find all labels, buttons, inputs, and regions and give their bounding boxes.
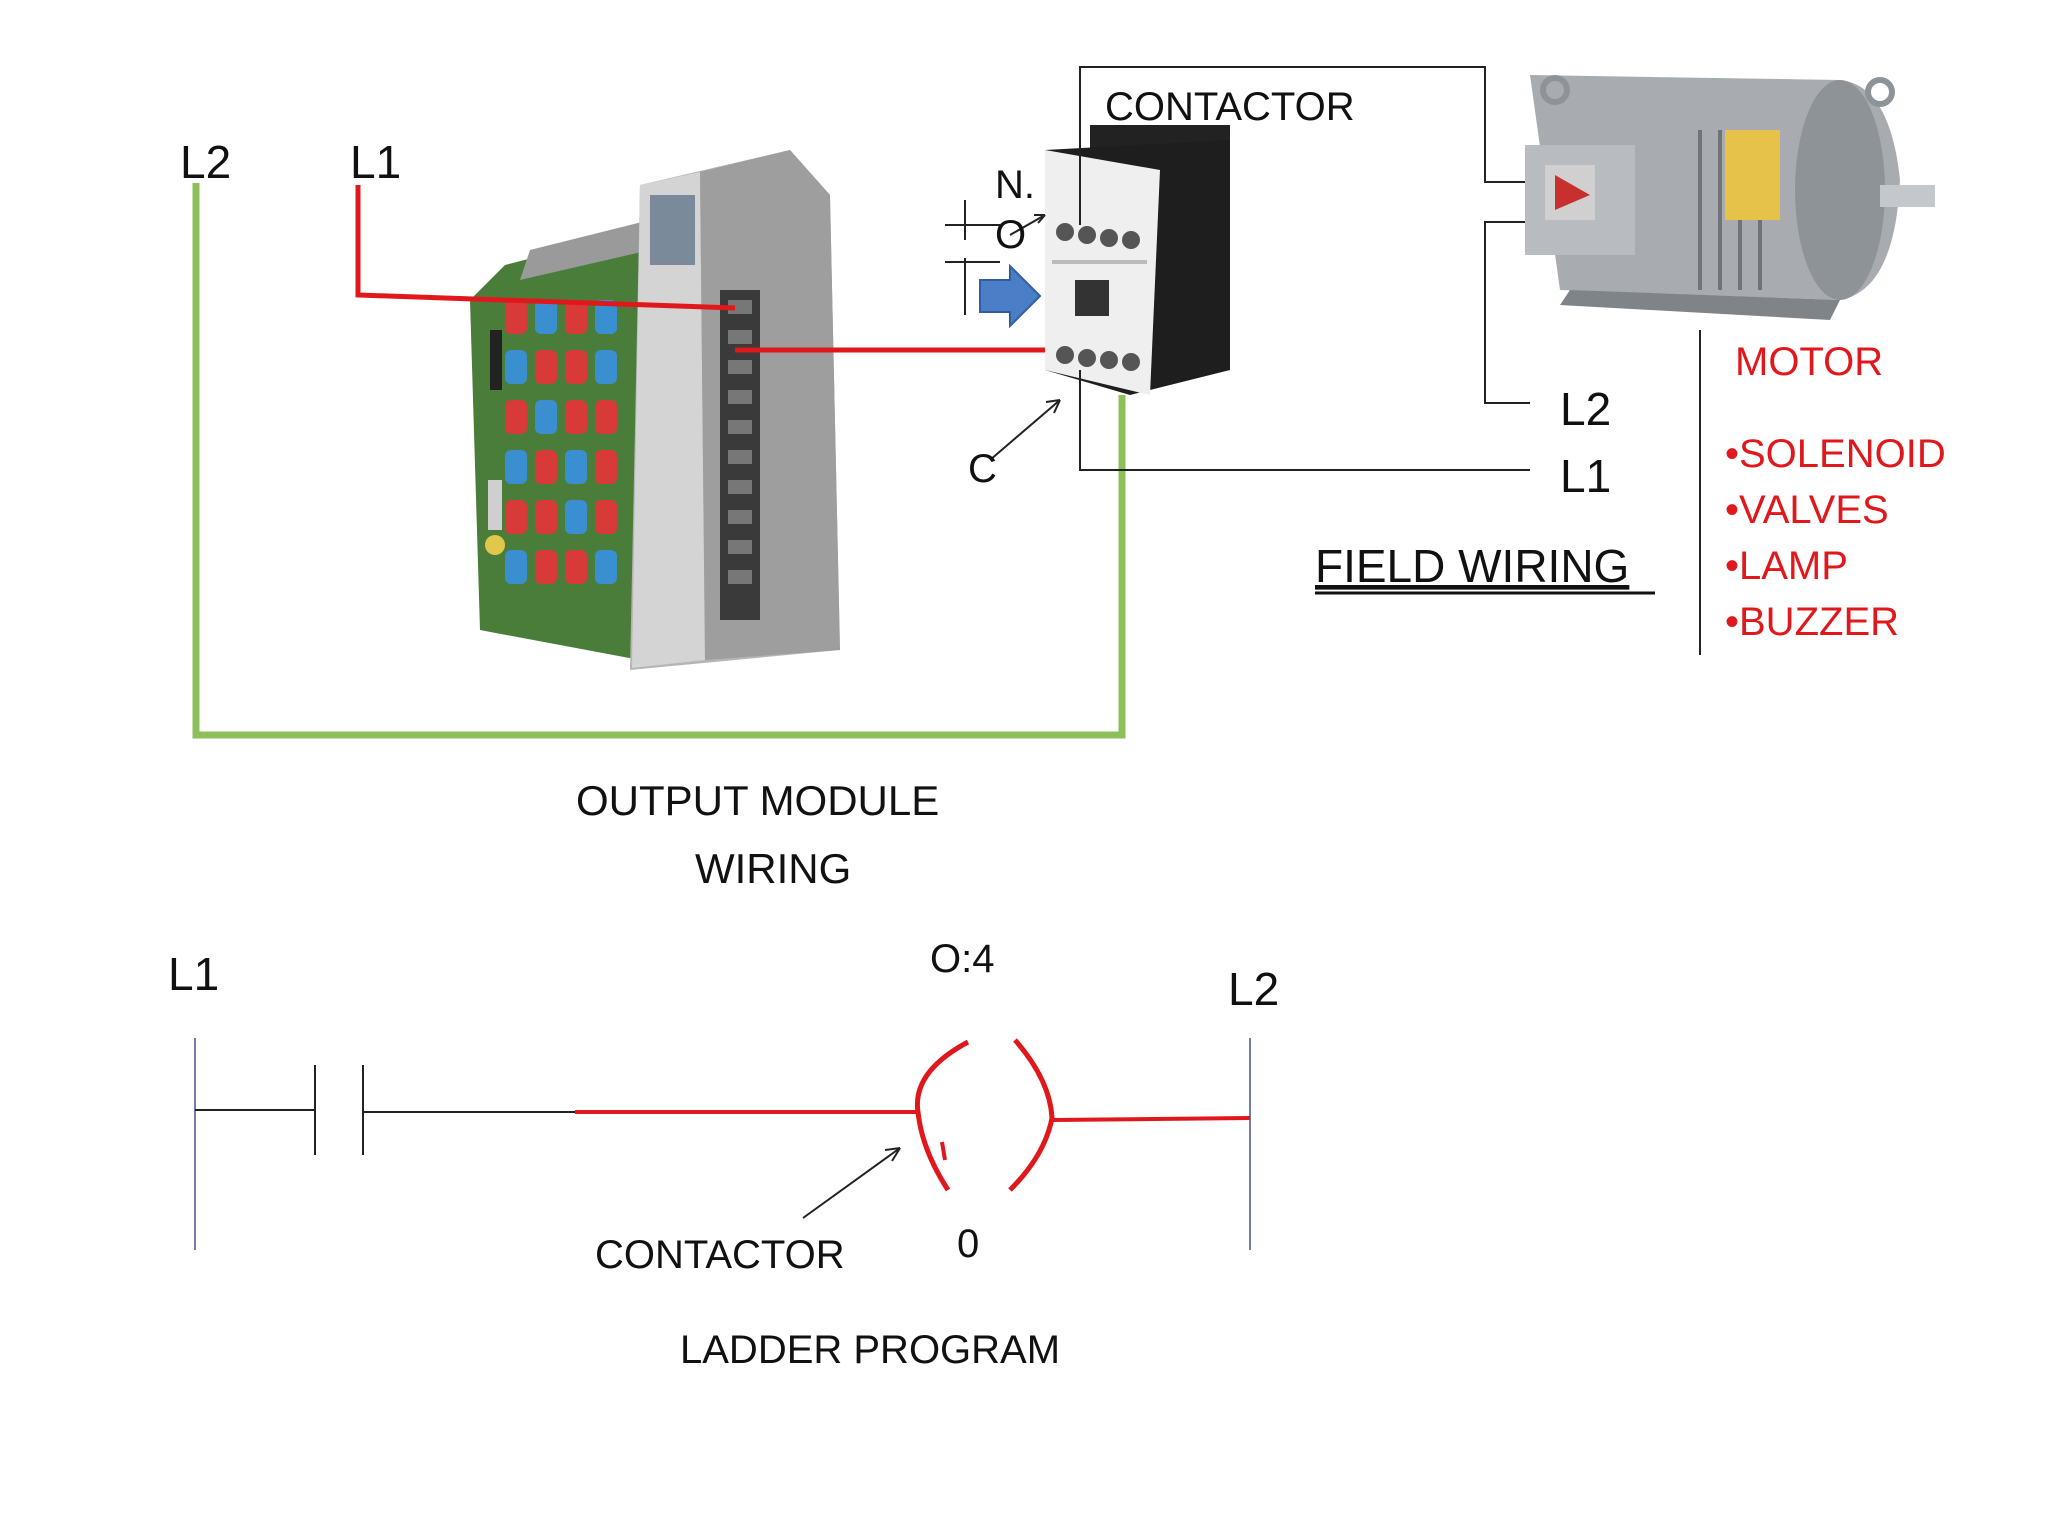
load-item: •VALVES bbox=[1725, 488, 1889, 532]
output-module-wires bbox=[192, 183, 1126, 739]
ladder-l1-label: L1 bbox=[168, 948, 219, 1000]
load-item: •LAMP bbox=[1725, 544, 1848, 588]
coil-right-arc bbox=[1008, 1038, 1055, 1192]
ladder-program bbox=[194, 1038, 1251, 1250]
c-label: C bbox=[968, 447, 997, 491]
field-l2-label: L2 bbox=[1560, 383, 1611, 435]
ladder-caption: LADDER PROGRAM bbox=[680, 1328, 1060, 1372]
contactor-picture bbox=[1045, 125, 1230, 395]
module-caption-line1: OUTPUT MODULE bbox=[576, 777, 939, 824]
ladder-contact-label: CONTACTOR bbox=[595, 1233, 845, 1277]
load-item: •BUZZER bbox=[1725, 600, 1899, 644]
field-wiring-caption: FIELD WIRING bbox=[1315, 540, 1629, 592]
green-wire bbox=[192, 183, 1126, 739]
contactor-title: CONTACTOR bbox=[1105, 85, 1355, 129]
coil-bit: 0 bbox=[957, 1222, 979, 1266]
field-l1-label: L1 bbox=[1560, 450, 1611, 502]
red-wire-l1 bbox=[355, 185, 736, 311]
plc-output-module-picture bbox=[470, 150, 840, 670]
load-item: •SOLENOID bbox=[1725, 432, 1946, 476]
coil-address: O:4 bbox=[930, 937, 994, 981]
motor-picture bbox=[1525, 75, 1935, 320]
no-label-o: O bbox=[995, 213, 1026, 257]
loads-heading: MOTOR bbox=[1735, 340, 1883, 384]
ladder-l2-label: L2 bbox=[1228, 963, 1279, 1015]
coil-left-arc bbox=[914, 1039, 970, 1192]
module-caption-line2: WIRING bbox=[695, 845, 851, 892]
blue-arrow-icon bbox=[979, 263, 1042, 329]
no-label-n: N. bbox=[995, 163, 1035, 207]
module-l1-label: L1 bbox=[350, 136, 401, 188]
field-wires bbox=[1079, 66, 1701, 655]
module-l2-label: L2 bbox=[180, 136, 231, 188]
no-contact-symbol bbox=[945, 200, 1061, 461]
